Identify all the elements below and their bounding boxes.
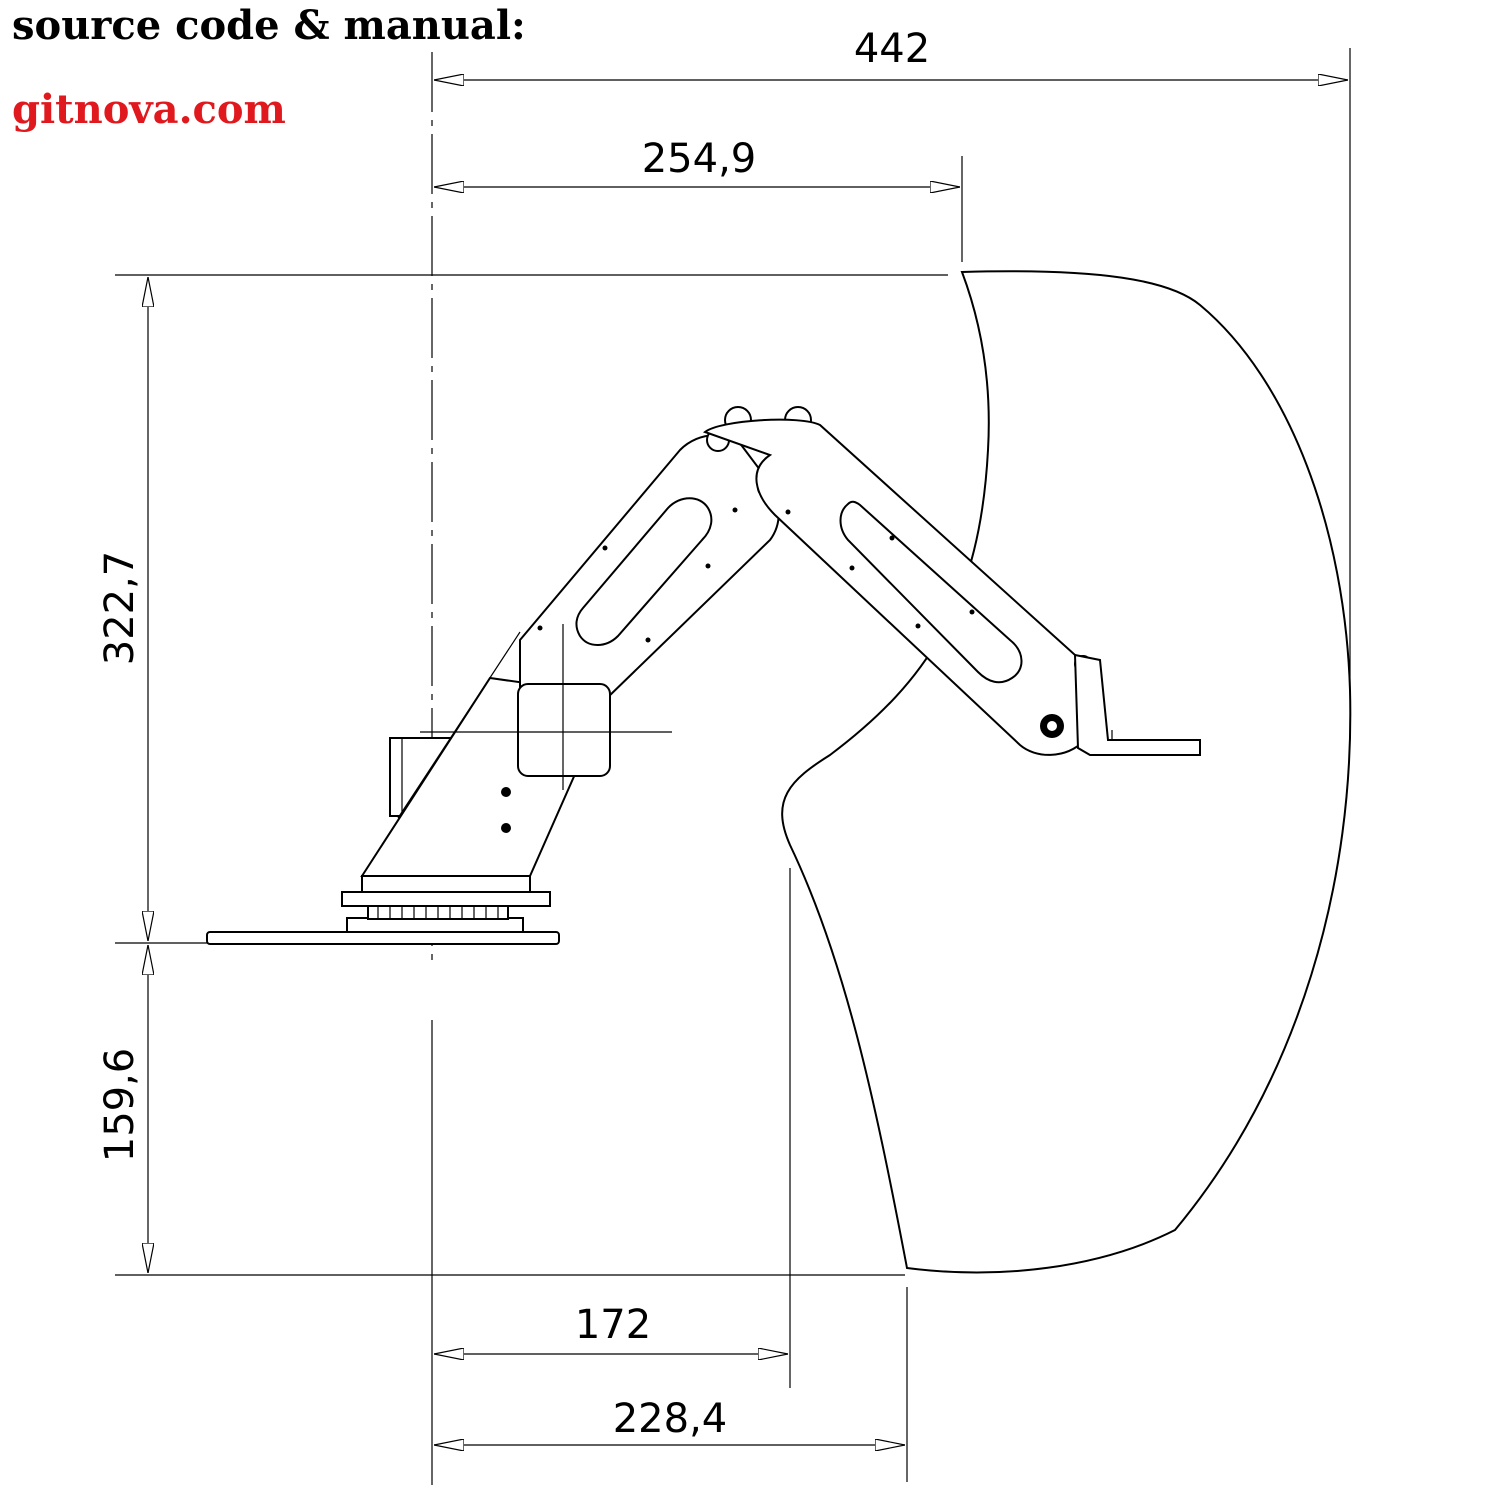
robot-arm (206, 406, 1201, 945)
dimension-label-172: 172 (575, 1302, 651, 1348)
tower-bolt-1 (501, 787, 511, 797)
forearm-link (702, 418, 1099, 756)
upper-arm-slot (575, 497, 713, 646)
dimension-label-254-9: 254,9 (642, 136, 757, 182)
dimension-lines (148, 80, 1348, 1445)
turntable-plate (341, 891, 551, 907)
source-code-caption: source code & manual: (12, 2, 526, 49)
dimension-label-322-7: 322,7 (97, 551, 143, 666)
shoulder-motor (517, 683, 611, 777)
forearm-slot (839, 500, 1023, 684)
upper-arm-link (519, 434, 780, 701)
end-effector (1073, 653, 1201, 756)
extension-lines (115, 48, 1351, 1485)
workspace-envelope (781, 270, 1352, 1274)
bearing-balls (377, 905, 499, 919)
base-plate (206, 931, 560, 945)
turntable-hub (361, 875, 531, 893)
website-link[interactable]: gitnova.com (12, 86, 286, 133)
dimension-label-442: 442 (854, 26, 930, 72)
base-flange (346, 917, 524, 933)
tower-bolt-2 (501, 823, 511, 833)
dimension-label-228-4: 228,4 (613, 1396, 728, 1442)
dimension-label-159-6: 159,6 (97, 1048, 143, 1163)
